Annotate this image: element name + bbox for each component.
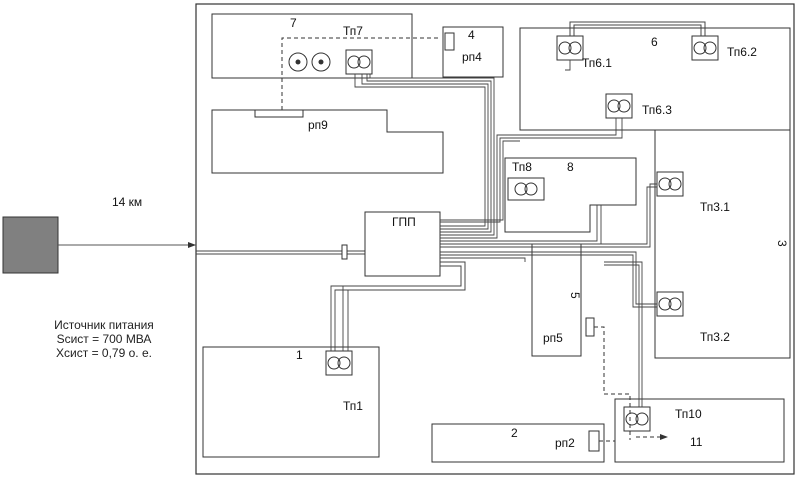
rp4-panel	[444, 32, 455, 51]
tp31-label: Тп3.1	[700, 200, 730, 214]
rp5-label: рп5	[543, 331, 563, 345]
tp61-transformer-icon	[556, 35, 584, 61]
tp32-transformer-icon	[656, 291, 684, 317]
tp8-transformer-icon	[507, 177, 545, 201]
rp9-label: рп9	[308, 118, 328, 132]
source-caption-line-3: Хсист = 0,79 о. е.	[56, 346, 152, 360]
building-5	[531, 243, 582, 357]
building-9	[211, 109, 444, 174]
power-source	[2, 216, 59, 274]
tp8-label: Тп8	[512, 160, 532, 174]
building-4-number: 4	[468, 28, 475, 42]
rp9-panel	[254, 109, 304, 118]
tp10-transformer-icon	[623, 406, 651, 432]
line-distance: 14 км	[112, 195, 142, 209]
building-2-number: 2	[511, 426, 518, 440]
building-7-number: 7	[290, 16, 297, 30]
entry-breaker	[341, 244, 348, 260]
building-3	[654, 129, 791, 359]
tp1-transformer-icon	[325, 350, 353, 376]
tp61-label: Тп6.1	[582, 56, 612, 70]
tp1-label: Тп1	[343, 399, 363, 413]
tp32-label: Тп3.2	[700, 330, 730, 344]
building-1-number: 1	[296, 348, 303, 362]
source-caption-line-2: Sсист = 700 МВА	[56, 332, 152, 346]
tp10-label: Тп10	[675, 407, 702, 421]
building-8-number: 8	[567, 160, 574, 174]
tp31-transformer-icon	[656, 171, 684, 197]
rp4-label: рп4	[462, 50, 482, 64]
tp62-label: Тп6.2	[727, 45, 757, 59]
gpp-substation	[364, 211, 441, 277]
tp63-transformer-icon	[605, 93, 633, 119]
source-caption: Источник питания Sсист = 700 МВА Хсист =…	[14, 318, 194, 360]
rp5-panel	[585, 317, 595, 337]
incoming-arrow-icon	[188, 242, 196, 248]
plant-boundary	[195, 3, 795, 475]
tp7-transformer-icon	[345, 49, 373, 75]
tp62-transformer-icon	[691, 35, 719, 61]
building-7	[211, 13, 413, 79]
building-3-number: 3	[775, 240, 789, 247]
building-5-number: 5	[568, 292, 582, 299]
building-8	[504, 157, 637, 233]
rp2-label: рп2	[555, 436, 575, 450]
tp7-label: Тп7	[343, 24, 363, 38]
building-11-number: 11	[690, 435, 703, 449]
gpp-label: ГПП	[392, 215, 416, 229]
rp2-panel	[588, 430, 600, 452]
building-2	[431, 423, 605, 463]
tp63-label: Тп6.3	[642, 103, 672, 117]
building-6-number: 6	[651, 35, 658, 49]
source-caption-line-1: Источник питания	[54, 318, 154, 332]
building-6	[519, 27, 791, 131]
feed-arrow-icon	[660, 434, 668, 440]
